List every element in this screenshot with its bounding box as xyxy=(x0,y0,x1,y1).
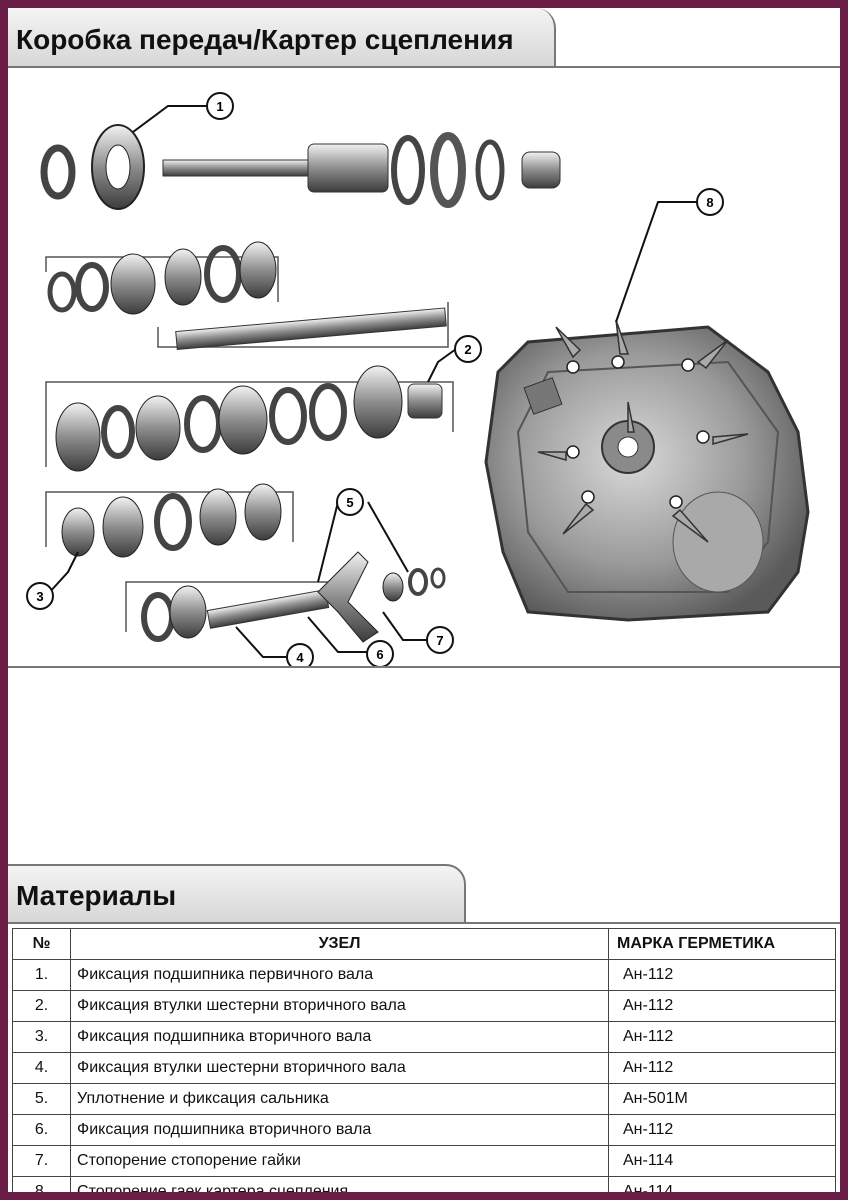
secondary-shaft-row-middle xyxy=(45,365,454,472)
row-brand: Ан-112 xyxy=(607,990,837,1022)
row-num: 7. xyxy=(11,1145,72,1177)
row-num: 8. xyxy=(11,1176,72,1192)
col-header-node: УЗЕЛ xyxy=(70,928,609,960)
clutch-housing xyxy=(484,319,810,622)
callout-8: 8 xyxy=(696,188,724,216)
row-node: Фиксация подшипника вторичного вала xyxy=(70,1114,609,1146)
col-header-num: № xyxy=(11,928,72,960)
row-node: Стопорение гаек картера сцепления xyxy=(70,1176,609,1192)
svg-text:1: 1 xyxy=(216,99,223,114)
row-num: 4. xyxy=(11,1052,72,1084)
row-brand: Ан-112 xyxy=(607,1052,837,1084)
callout-1: 1 xyxy=(206,92,234,120)
materials-title: Материалы xyxy=(16,880,177,911)
callout-6: 6 xyxy=(366,640,394,668)
materials-rule xyxy=(464,922,840,924)
row-brand: Ан-501М xyxy=(607,1083,837,1115)
row-brand: Ан-112 xyxy=(607,959,837,991)
svg-text:8: 8 xyxy=(706,195,713,210)
table-row: 2. Фиксация втулки шестерни вторичного в… xyxy=(11,990,837,1022)
row-node: Фиксация втулки шестерни вторичного вала xyxy=(70,1052,609,1084)
svg-text:2: 2 xyxy=(464,342,471,357)
svg-text:4: 4 xyxy=(296,650,304,665)
table-row: 7. Стопорение стопорение гайки Ан-114 xyxy=(11,1145,837,1177)
callout-3: 3 xyxy=(26,582,54,610)
col-header-brand: МАРКА ГЕРМЕТИКА xyxy=(607,928,837,960)
page: Коробка передач/Картер сцепления xyxy=(8,8,840,1192)
materials-tab: Материалы xyxy=(8,864,466,924)
svg-text:6: 6 xyxy=(376,647,383,662)
page-title: Коробка передач/Картер сцепления xyxy=(16,24,514,55)
table-row: 4. Фиксация втулки шестерни вторичного в… xyxy=(11,1052,837,1084)
table-row: 1. Фиксация подшипника первичного вала А… xyxy=(11,959,837,991)
row-num: 6. xyxy=(11,1114,72,1146)
table-row: 5. Уплотнение и фиксация сальника Ан-501… xyxy=(11,1083,837,1115)
gearbox-exploded-diagram: 1 2 3 4 5 6 7 8 xyxy=(26,92,810,668)
table-header-row: № УЗЕЛ МАРКА ГЕРМЕТИКА xyxy=(11,928,837,960)
row-brand: Ан-112 xyxy=(607,1114,837,1146)
table-row: 8. Стопорение гаек картера сцепления Ан-… xyxy=(11,1176,837,1192)
row-brand: Ан-114 xyxy=(607,1145,837,1177)
secondary-shaft-row-upper xyxy=(45,241,449,351)
row-node: Фиксация подшипника вторичного вала xyxy=(70,1021,609,1053)
figure-bottom-rule xyxy=(8,666,840,668)
row-node: Уплотнение и фиксация сальника xyxy=(70,1083,609,1115)
differential-row xyxy=(125,551,446,643)
callout-2: 2 xyxy=(454,335,482,363)
row-brand: Ан-112 xyxy=(607,1021,837,1053)
row-num: 3. xyxy=(11,1021,72,1053)
callout-5: 5 xyxy=(336,488,364,516)
svg-text:5: 5 xyxy=(346,495,353,510)
header-tab: Коробка передач/Картер сцепления xyxy=(8,8,556,68)
row-num: 1. xyxy=(11,959,72,991)
svg-text:3: 3 xyxy=(36,589,43,604)
callout-4: 4 xyxy=(286,643,314,668)
secondary-shaft-row-lower xyxy=(45,483,294,558)
row-num: 2. xyxy=(11,990,72,1022)
row-node: Фиксация втулки шестерни вторичного вала xyxy=(70,990,609,1022)
materials-table: № УЗЕЛ МАРКА ГЕРМЕТИКА 1. Фиксация подши… xyxy=(11,928,837,1192)
table-row: 6. Фиксация подшипника вторичного вала А… xyxy=(11,1114,837,1146)
callout-7: 7 xyxy=(426,626,454,654)
header-rule xyxy=(554,66,840,68)
row-num: 5. xyxy=(11,1083,72,1115)
row-node: Фиксация подшипника первичного вала xyxy=(70,959,609,991)
svg-text:7: 7 xyxy=(436,633,443,648)
row-node: Стопорение стопорение гайки xyxy=(70,1145,609,1177)
table-row: 3. Фиксация подшипника вторичного вала А… xyxy=(11,1021,837,1053)
row-brand: Ан-114 xyxy=(607,1176,837,1192)
input-shaft-group xyxy=(40,124,561,210)
